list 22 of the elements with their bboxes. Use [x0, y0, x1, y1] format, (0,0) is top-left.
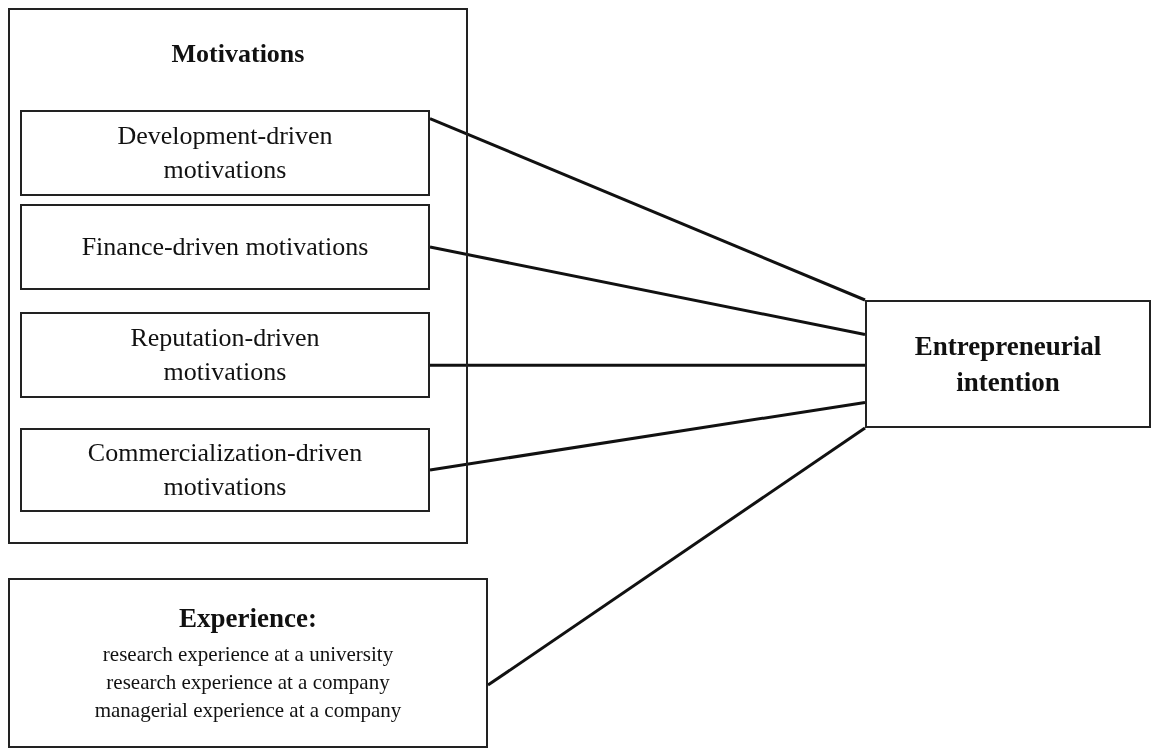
concept-box: [8, 578, 488, 748]
concept-box: [20, 312, 430, 398]
box-label: Entrepreneurial intention: [913, 330, 1103, 399]
concept-box: [20, 110, 430, 196]
box-text: research experience at a university: [102, 640, 394, 668]
concept-box: [20, 204, 430, 290]
connector-line: [487, 426, 866, 687]
group-heading: Motivations: [171, 38, 305, 70]
box-label: Reputation-driven motivations: [129, 322, 321, 388]
box-heading: Experience:: [179, 602, 317, 636]
box-label: Finance-driven motivations: [80, 231, 370, 263]
concept-box: [20, 428, 430, 512]
connector-line: [429, 400, 866, 472]
connector-line: [430, 363, 865, 367]
group-box: [8, 8, 468, 544]
box-text: research experience at a company: [106, 668, 390, 696]
connector-line: [429, 117, 866, 302]
box-text: managerial experience at a company: [94, 696, 402, 724]
box-label: Development-driven motivations: [116, 120, 334, 186]
concept-box: [865, 300, 1151, 428]
connector-line: [429, 245, 866, 337]
box-label: Commercialization-driven motivations: [86, 437, 364, 503]
